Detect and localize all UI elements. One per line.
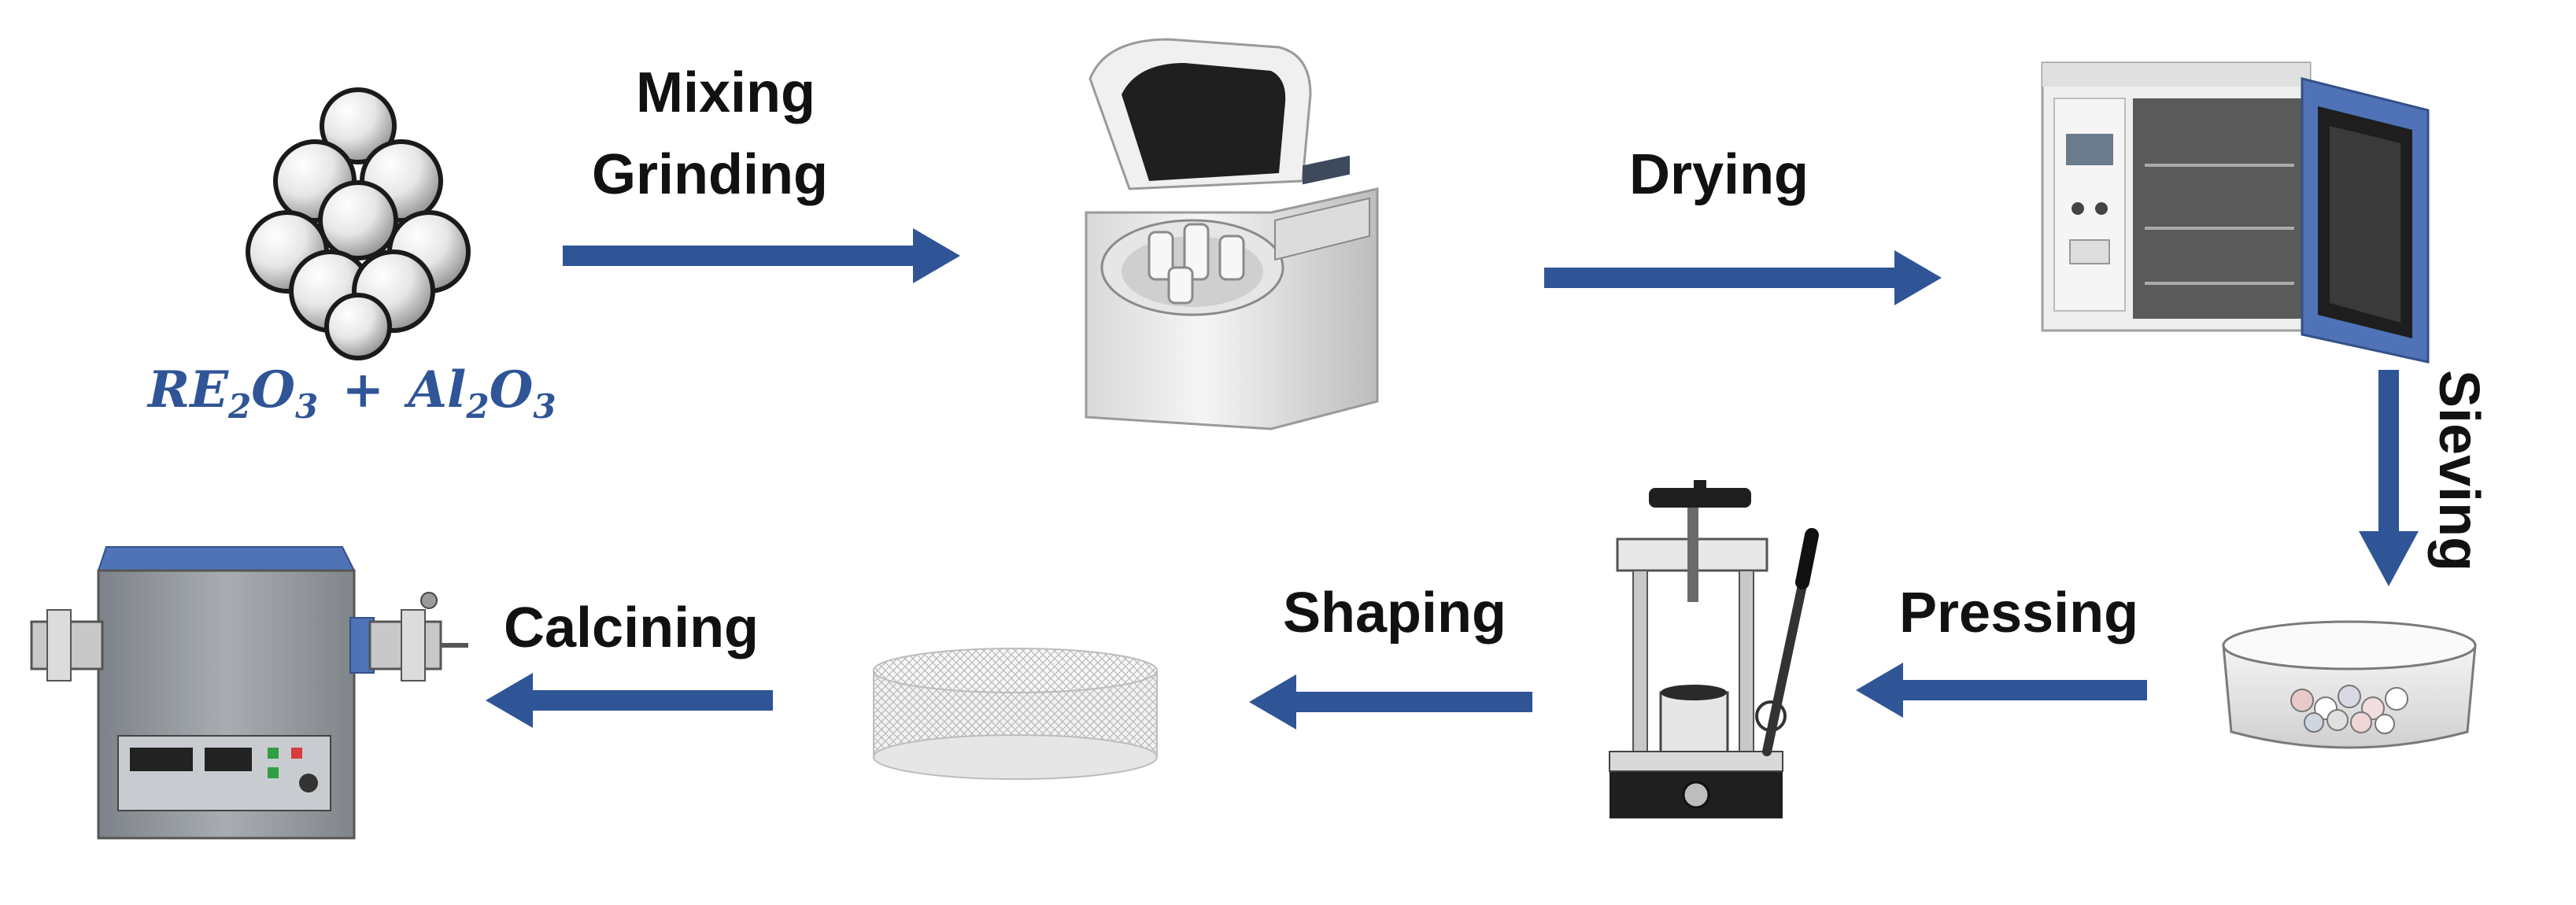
sieve-dish-icon [2222,620,2477,749]
arrow-sieving [2359,370,2419,586]
arrow-drying [1544,250,1942,305]
formula-label: RE2O3 + Al2O3 [148,360,556,426]
ball-mill-icon [1085,38,1379,430]
calcining-label: Calcining [504,597,759,659]
sieving-label: Sieving [2427,370,2490,572]
mixing-label: Mixing [636,61,815,124]
pressing-label: Pressing [1899,582,2139,645]
pellet-disc-icon [873,648,1158,780]
arrow-mixing [563,228,960,283]
arrow-shaping [1249,674,1532,730]
powder-spheres-icon [246,87,471,360]
shaping-label: Shaping [1283,582,1506,645]
arrow-calcining [486,673,773,728]
drying-oven-icon [2041,61,2430,364]
arrow-pressing [1856,663,2147,718]
grinding-label: Grinding [592,143,828,206]
tube-furnace-icon [30,546,468,840]
hydraulic-press-icon [1609,480,1819,818]
drying-label: Drying [1629,143,1809,206]
